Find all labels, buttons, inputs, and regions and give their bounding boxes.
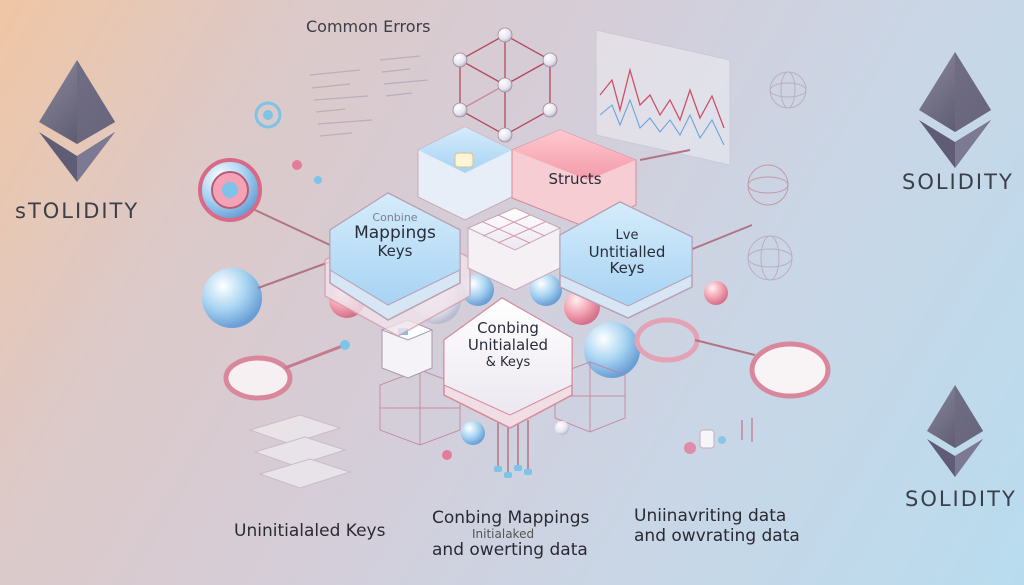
target-icon — [198, 158, 331, 246]
code-lines-icon — [309, 55, 429, 137]
mappings-label: Conbine Mappings Keys — [335, 211, 455, 261]
structs-label: Structs — [548, 170, 602, 188]
tile-right — [559, 201, 693, 319]
ethereum-logo-right-bottom — [927, 385, 983, 477]
caption-right-line2: and owvrating data — [634, 526, 800, 546]
right-tile-line1: Lve — [615, 228, 639, 243]
right-tile-line3: Keys — [609, 259, 645, 277]
caption-center-line2: Initialaked — [472, 527, 535, 541]
center-tile-line3: & Keys — [485, 355, 531, 370]
mappings-prefix: Conbine — [372, 211, 418, 224]
brand-left: sTOLIDITY — [15, 199, 140, 223]
caption-left: Uninitialaled Keys — [234, 521, 386, 541]
brand-right-bottom: SOLIDITY — [905, 487, 1017, 511]
tile-grid — [466, 207, 562, 291]
caption-right: Uniinavriting data and owvrating data — [634, 506, 800, 546]
right-tile-line2: Untitialled — [588, 243, 666, 261]
mappings-line2: Keys — [377, 242, 413, 260]
page-title: Common Errors — [306, 17, 431, 36]
caption-center-line1: Conbing Mappings — [432, 508, 590, 528]
magnifier-right-icon — [634, 317, 831, 399]
tile-mappings — [329, 192, 461, 321]
ethereum-logo-left — [39, 60, 115, 182]
caption-center-line3: and owerting data — [432, 540, 588, 560]
ethereum-logo-right-top — [919, 52, 991, 168]
magnifier-left-icon — [223, 340, 350, 401]
tile-structs — [511, 129, 637, 229]
caption-right-line1: Uniinavriting data — [634, 506, 787, 526]
tile-top-center — [417, 126, 513, 221]
tile-center — [443, 297, 573, 429]
right-tile-label: Lve Untitialled Keys — [562, 228, 692, 276]
chart-panel-icon — [595, 29, 731, 166]
brand-right-top: SOLIDITY — [902, 170, 1014, 194]
mappings-line1: Mappings — [354, 223, 436, 243]
sphere-large-left — [202, 268, 262, 328]
center-tile-line2: Unitialaled — [467, 336, 549, 354]
center-tile-label: Conbing Unitialaled & Keys — [446, 320, 570, 371]
center-tile-line1: Conbing — [477, 319, 539, 337]
caption-center: Conbing Mappings Initialaked and owertin… — [432, 508, 589, 560]
